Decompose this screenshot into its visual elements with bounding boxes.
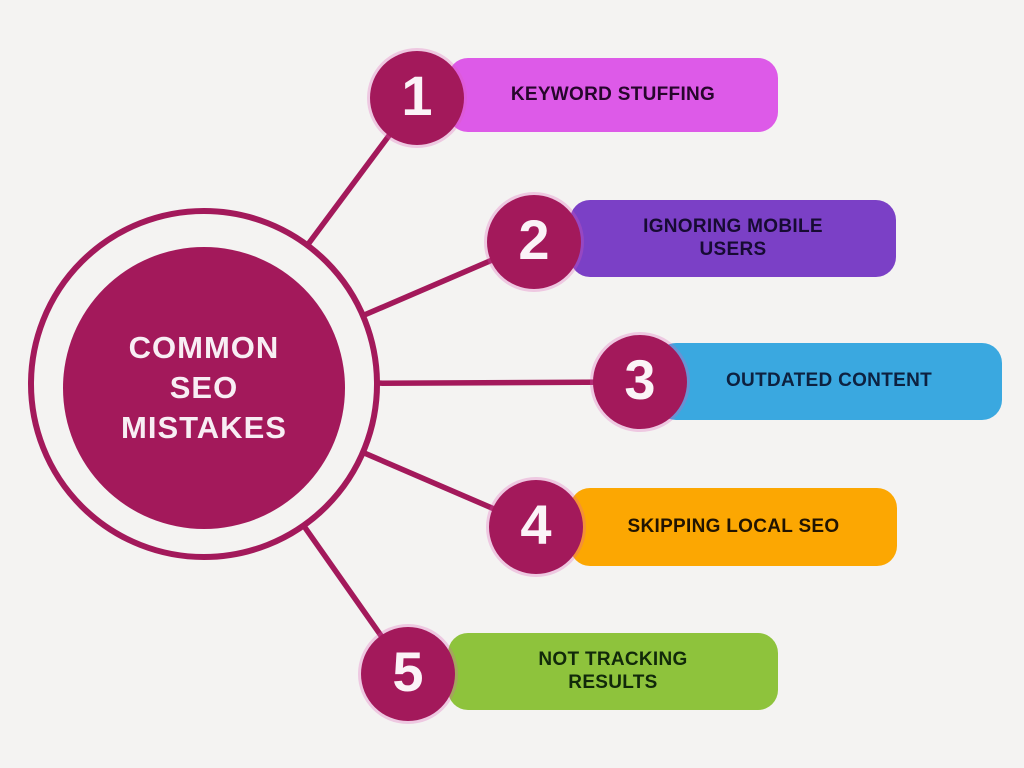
mistake-label-2: IGNORING MOBILE USERS bbox=[643, 216, 823, 260]
number-badge-4: 4 bbox=[489, 480, 583, 574]
mistake-bar-4: SKIPPING LOCAL SEO bbox=[570, 488, 897, 566]
number-text-3: 3 bbox=[624, 348, 656, 411]
number-text-2: 2 bbox=[518, 208, 550, 271]
center-circle: COMMON SEO MISTAKES bbox=[63, 247, 345, 529]
number-badge-3: 3 bbox=[593, 335, 687, 429]
number-badge-2: 2 bbox=[487, 195, 581, 289]
mistake-bar-3: OUTDATED CONTENT bbox=[656, 343, 1002, 420]
mistake-bar-5: NOT TRACKING RESULTS bbox=[448, 633, 778, 710]
number-text-5: 5 bbox=[392, 640, 424, 703]
number-text-1: 1 bbox=[401, 64, 433, 127]
mistake-label-1: KEYWORD STUFFING bbox=[510, 83, 716, 105]
mistake-bar-1: KEYWORD STUFFING bbox=[448, 58, 778, 132]
page-title: COMMON SEO MISTAKES bbox=[121, 330, 287, 445]
mistake-bar-2: IGNORING MOBILE USERS bbox=[570, 200, 896, 277]
number-badge-5: 5 bbox=[361, 627, 455, 721]
number-badge-1: 1 bbox=[370, 51, 464, 145]
mistake-label-4: SKIPPING LOCAL SEO bbox=[627, 515, 840, 537]
mistake-label-5: NOT TRACKING RESULTS bbox=[538, 649, 688, 693]
number-text-4: 4 bbox=[520, 493, 552, 556]
mistake-label-3: OUTDATED CONTENT bbox=[725, 370, 933, 392]
